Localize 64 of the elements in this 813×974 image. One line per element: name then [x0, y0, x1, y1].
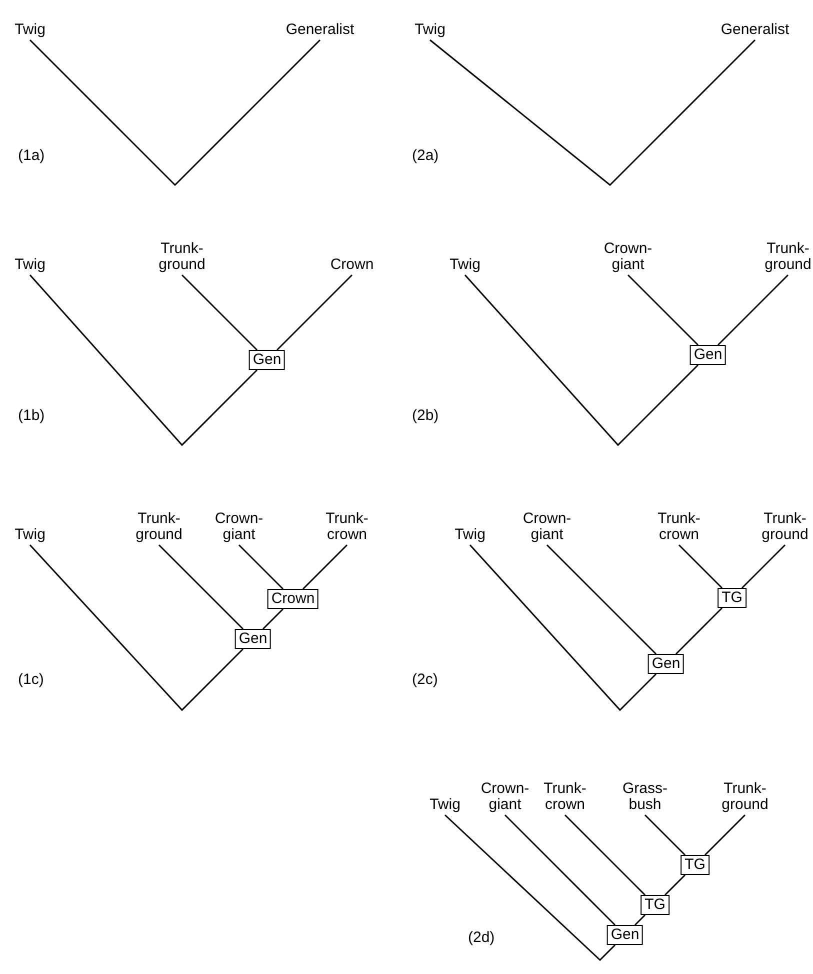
state-box: Gen: [690, 345, 726, 365]
state-box: TG: [640, 895, 670, 915]
taxon-label: Twig: [450, 257, 480, 273]
branch-line: [634, 914, 646, 926]
branch-line: [262, 608, 284, 630]
taxon-label: Crown-giant: [214, 511, 264, 543]
taxon-label: Twig: [14, 527, 46, 543]
branch-line: [664, 874, 686, 896]
taxon-label: Grass-bush: [622, 781, 668, 813]
taxon-label: Twig: [14, 22, 46, 38]
taxon-label: Twig: [430, 797, 460, 813]
branch-line: [29, 274, 258, 446]
panel-label: (2d): [468, 930, 495, 946]
branch-line: [29, 39, 321, 186]
taxon-label: Trunk-ground: [158, 241, 206, 273]
taxon-label: Trunk-crown: [326, 511, 368, 543]
branch-line: [564, 814, 646, 896]
taxon-label: Twig: [454, 527, 486, 543]
taxon-label: Crown-giant: [480, 781, 530, 813]
panel-label: (1c): [18, 672, 44, 688]
taxon-label: Generalist: [286, 22, 354, 38]
taxon-label: Twig: [414, 22, 446, 38]
branch-line: [546, 544, 657, 655]
branch-line: [444, 814, 616, 962]
taxon-label: Crown-giant: [604, 241, 652, 273]
taxon-label: Trunk-crown: [658, 511, 700, 543]
panel-label: (1a): [18, 148, 45, 164]
state-box: TG: [718, 588, 746, 608]
branch-line: [717, 274, 789, 346]
state-box: Gen: [606, 925, 644, 945]
taxon-label: Trunk-ground: [722, 781, 768, 813]
taxon-label: Twig: [14, 257, 46, 273]
branch-line: [675, 607, 723, 655]
taxon-label: Trunk-ground: [764, 241, 812, 273]
branch-line: [464, 274, 699, 446]
branch-line: [644, 814, 686, 856]
branch-line: [627, 274, 699, 346]
state-box: TG: [680, 855, 710, 875]
branch-line: [741, 544, 786, 589]
branch-line: [504, 814, 616, 926]
branch-line: [238, 544, 284, 590]
branch-line: [181, 274, 258, 351]
panel-label: (1b): [18, 408, 45, 424]
branch-line: [430, 39, 756, 186]
taxon-label: Trunk-crown: [544, 781, 586, 813]
state-box: Gen: [648, 654, 684, 674]
branch-line: [469, 544, 657, 712]
branch-line: [678, 544, 723, 589]
branch-line: [704, 814, 746, 856]
state-box: Gen: [248, 350, 286, 370]
branch-line: [158, 544, 244, 630]
taxon-label: Crown-giant: [522, 511, 572, 543]
branch-line: [276, 274, 353, 351]
branch-line: [302, 544, 348, 590]
panel-label: (2c): [412, 672, 438, 688]
panel-label: (2a): [412, 148, 439, 164]
taxon-label: Generalist: [720, 22, 790, 38]
state-box: Crown: [267, 589, 319, 609]
taxon-label: Trunk-ground: [762, 511, 808, 543]
branch-line: [29, 544, 244, 712]
taxon-label: Crown: [330, 257, 374, 273]
taxon-label: Trunk-ground: [136, 511, 182, 543]
panel-label: (2b): [412, 408, 439, 424]
state-box: Gen: [234, 629, 272, 649]
